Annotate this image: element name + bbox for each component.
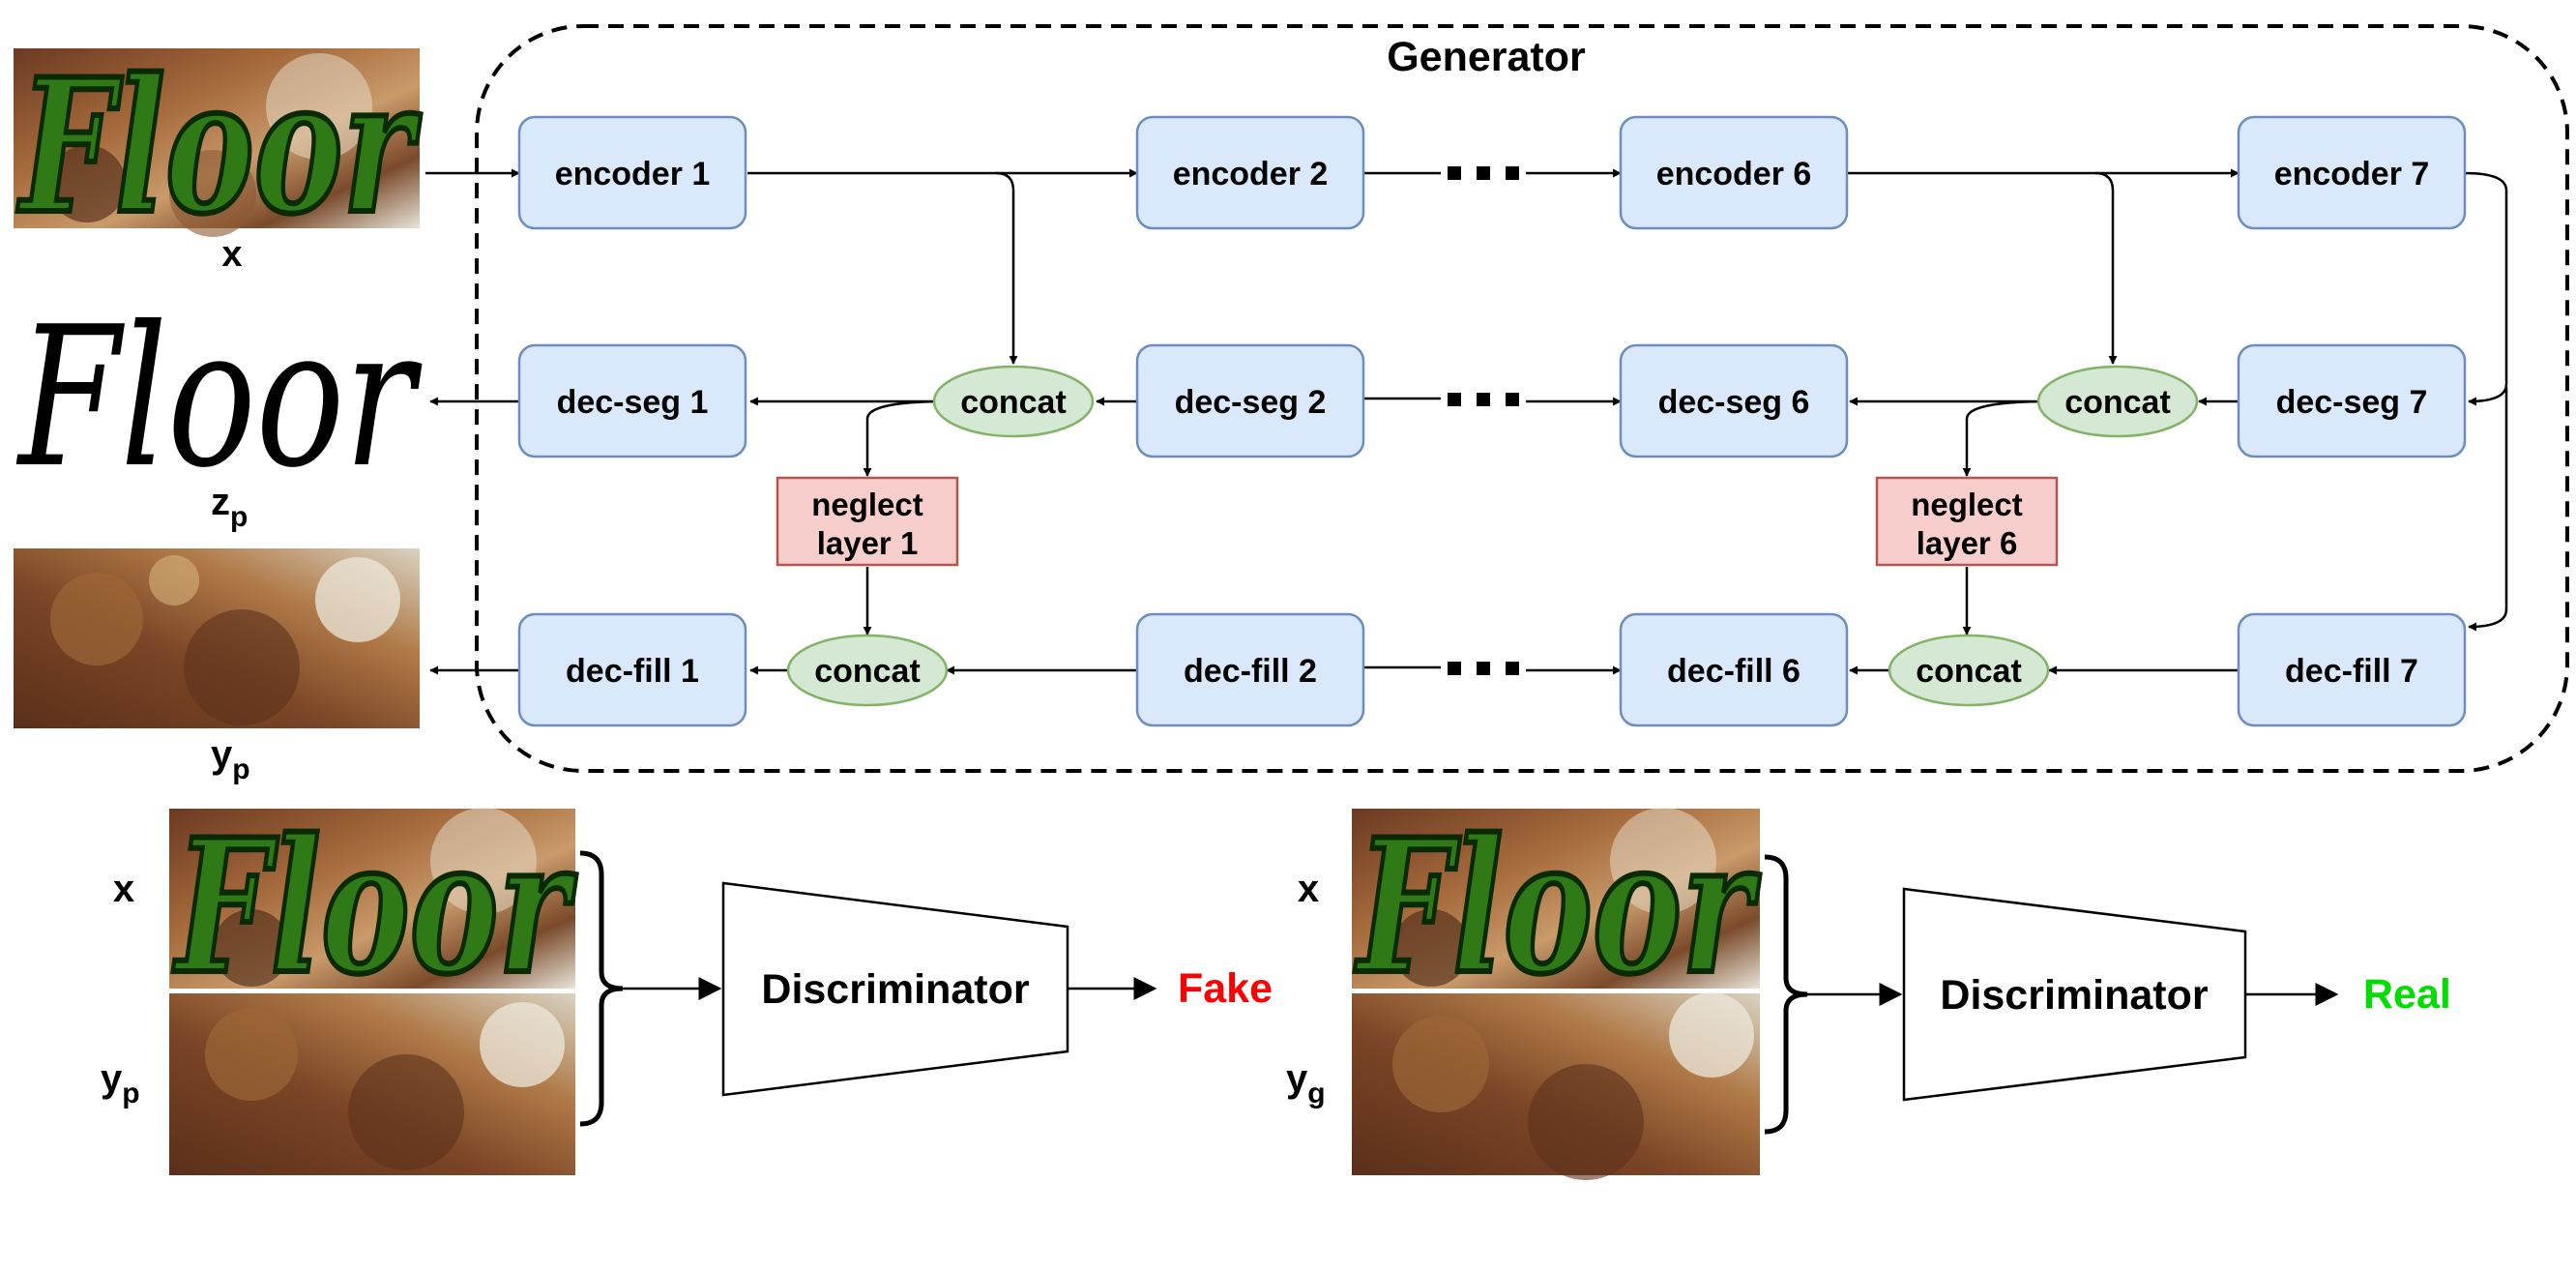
image-yp-output	[14, 548, 420, 728]
ellipsis-dec-seg-row	[1448, 393, 1519, 406]
concat-seg-1-label: concat	[960, 384, 1067, 421]
disc-fake-label-x: x	[113, 868, 134, 910]
dec-fill-label-4: dec-fill 7	[2285, 653, 2418, 690]
encoder-block-3: encoder 6	[1619, 115, 1849, 230]
floor-text-zp: Floor	[15, 285, 423, 511]
disc-fake-brace	[579, 850, 624, 1127]
disc-fake-image-x: Floor	[169, 796, 580, 1018]
dec-fill-label-2: dec-fill 2	[1184, 653, 1317, 690]
neglect-layer-6-line-1: neglect	[1911, 487, 2023, 522]
disc-real-label-x: x	[1298, 868, 1319, 910]
ellipsis-encoder-row	[1448, 166, 1519, 180]
encoder-label-1: encoder 1	[555, 156, 711, 192]
label-zp: zp	[211, 481, 248, 533]
dec-seg-block-3: dec-seg 6	[1619, 343, 1849, 458]
neglect-layer-1: neglect layer 1	[776, 476, 959, 567]
dec-seg-label-1: dec-seg 1	[557, 384, 709, 421]
skip-encoder-6-to-concat	[2094, 171, 2118, 365]
dec-fill-label-1: dec-fill 1	[566, 653, 699, 690]
concat-fill-6: concat	[1888, 634, 2050, 707]
floor-text-x: Floor	[16, 39, 421, 254]
disc-fake-label-y: yp	[101, 1057, 140, 1109]
skip-encoder-1-to-concat	[995, 171, 1018, 365]
concat-seg-6-label: concat	[2064, 384, 2171, 421]
encoder-block-2: encoder 2	[1135, 115, 1365, 230]
disc-fake-title: Discriminator	[761, 966, 1029, 1013]
output-fake: Fake	[1178, 965, 1273, 1012]
image-x-input: Floor	[14, 36, 424, 257]
disc-real-label-y: yg	[1286, 1057, 1326, 1109]
output-real: Real	[2363, 971, 2451, 1018]
concat-fill-1-label: concat	[814, 653, 921, 690]
disc-real-title: Discriminator	[1940, 972, 2208, 1019]
disc-real-image-x: Floor	[1351, 796, 1763, 1018]
disc-real-image-yg	[1352, 992, 1760, 1180]
dec-seg-label-3: dec-seg 6	[1658, 384, 1810, 421]
encoder-label-4: encoder 7	[2274, 156, 2430, 192]
encoder-label-3: encoder 6	[1656, 156, 1812, 192]
floor-text-disc-fake: Floor	[172, 799, 576, 1015]
label-yp: yp	[211, 733, 250, 785]
disc-real-trapezoid	[1902, 887, 2247, 1102]
neglect-layer-6-line-2: layer 6	[1917, 525, 2018, 561]
dec-fill-block-3: dec-fill 6	[1619, 612, 1849, 727]
neglect-layer-1-line-2: layer 1	[817, 525, 919, 561]
dec-fill-block-4: dec-fill 7	[2237, 612, 2467, 727]
dec-seg-label-2: dec-seg 2	[1175, 384, 1327, 421]
floor-text-disc-real: Floor	[1354, 799, 1760, 1015]
encoder-block-4: encoder 7	[2237, 115, 2467, 230]
generator-title: Generator	[1387, 34, 1586, 80]
dec-fill-block-2: dec-fill 2	[1135, 612, 1365, 727]
dec-seg-block-2: dec-seg 2	[1135, 343, 1365, 458]
disc-real-brace	[1764, 854, 1808, 1135]
neglect-layer-6: neglect layer 6	[1875, 476, 2059, 567]
dec-fill-label-3: dec-fill 6	[1667, 653, 1800, 690]
encoder-label-2: encoder 2	[1173, 156, 1329, 192]
label-x: x	[221, 234, 242, 275]
dec-fill-block-1: dec-fill 1	[517, 612, 747, 727]
concat-fill-6-label: concat	[1916, 653, 2022, 690]
arrow-concat-to-neglect-1	[863, 399, 949, 477]
arrow-encoder-7-to-dec-seg-7	[2464, 171, 2508, 406]
concat-fill-1: concat	[786, 634, 949, 707]
dec-seg-label-4: dec-seg 7	[2276, 384, 2428, 421]
dec-seg-block-4: dec-seg 7	[2237, 343, 2467, 458]
generator-boundary	[475, 24, 2569, 773]
ellipsis-dec-fill-row	[1448, 662, 1519, 675]
encoder-block-1: encoder 1	[517, 115, 747, 230]
disc-fake-image-yp	[169, 993, 575, 1175]
neglect-layer-1-line-1: neglect	[811, 487, 923, 522]
concat-seg-6: concat	[2036, 365, 2199, 438]
disc-fake-trapezoid	[721, 881, 1069, 1097]
arrow-concat-to-neglect-6	[1962, 399, 2051, 477]
concat-seg-1: concat	[932, 365, 1095, 438]
arrow-encoder-7-to-dec-fill-7	[2468, 387, 2508, 632]
dec-seg-block-1: dec-seg 1	[517, 343, 747, 458]
